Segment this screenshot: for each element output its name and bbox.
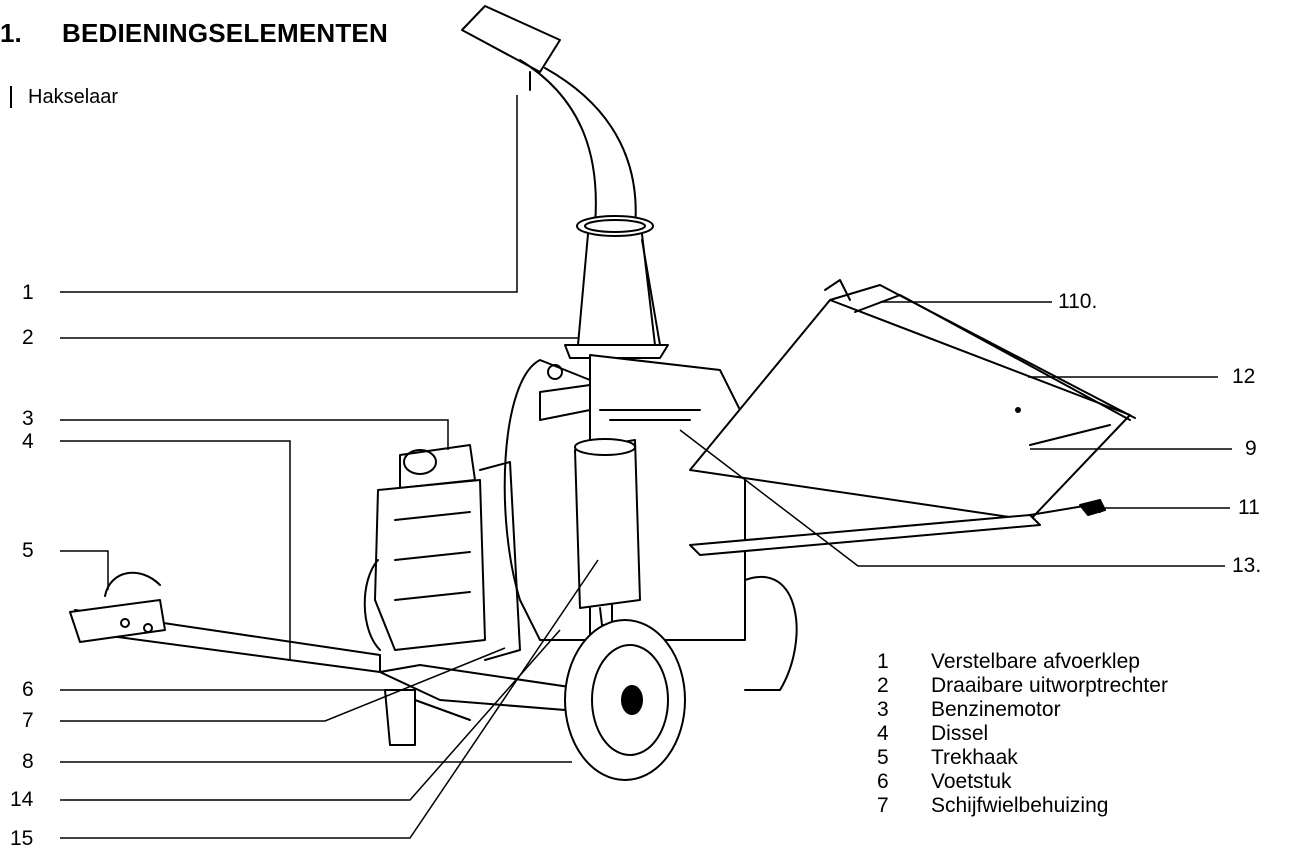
legend-number: 2 bbox=[877, 674, 889, 697]
callout-11: 11 bbox=[1238, 496, 1260, 519]
legend-number: 3 bbox=[877, 698, 889, 721]
wheel-front bbox=[564, 619, 686, 781]
wheel-left-engine bbox=[363, 559, 381, 651]
legend-label: Schijfwielbehuizing bbox=[931, 794, 1109, 817]
rotatable-chute bbox=[564, 233, 669, 359]
callout-5: 5 bbox=[22, 539, 34, 562]
fuel-tank bbox=[574, 438, 641, 626]
petrol-engine bbox=[374, 444, 521, 661]
discharge-deflector bbox=[461, 5, 654, 237]
legend-number: 1 bbox=[877, 650, 889, 673]
legend-number: 4 bbox=[877, 722, 889, 745]
legend-number: 5 bbox=[877, 746, 889, 769]
callout-8: 8 bbox=[22, 750, 34, 773]
legend-label: Dissel bbox=[931, 722, 989, 745]
legend-label: Verstelbare afvoerklep bbox=[931, 650, 1140, 673]
section-number: 1. bbox=[0, 18, 22, 48]
legend-label: Benzinemotor bbox=[931, 698, 1061, 721]
subheading-bracket bbox=[0, 86, 12, 108]
callout-3: 3 bbox=[22, 407, 34, 430]
callout-13: 13. bbox=[1232, 554, 1262, 577]
section-title: BEDIENINGSELEMENTEN bbox=[62, 18, 388, 48]
callout-6: 6 bbox=[22, 678, 34, 701]
legend-label: Trekhaak bbox=[931, 746, 1018, 769]
callout-1: 1 bbox=[22, 281, 34, 304]
callout-2: 2 bbox=[22, 326, 34, 349]
legend-label: Voetstuk bbox=[931, 770, 1012, 793]
frame-stand bbox=[379, 664, 591, 746]
legend-label: Draaibare uitworptrechter bbox=[931, 674, 1168, 697]
callout-7: 7 bbox=[22, 709, 34, 732]
callout-15: 15 bbox=[10, 827, 34, 850]
drawbar bbox=[69, 571, 381, 673]
feed-hopper bbox=[689, 279, 1136, 556]
callout-4: 4 bbox=[22, 430, 34, 453]
callout-12: 12 bbox=[1232, 365, 1256, 388]
wheel-rear bbox=[744, 576, 798, 691]
callout-14: 14 bbox=[10, 788, 34, 811]
leader-lines bbox=[60, 95, 1232, 839]
legend-number: 7 bbox=[877, 794, 889, 817]
callout-110: 110. bbox=[1058, 290, 1098, 313]
callout-9: 9 bbox=[1245, 437, 1257, 460]
legend-number: 6 bbox=[877, 770, 889, 793]
subheading: Hakselaar bbox=[28, 86, 119, 108]
